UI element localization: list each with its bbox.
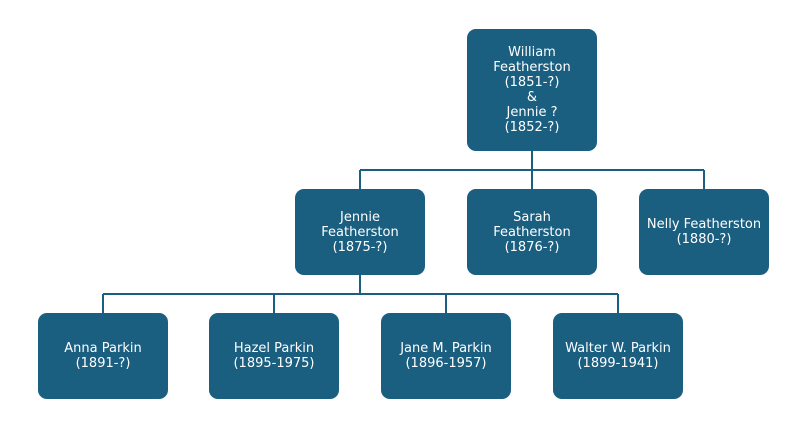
node-text-line: (1895-1975): [233, 356, 315, 371]
node-text-line: Hazel Parkin: [233, 341, 315, 356]
node-text-line: (1896-1957): [405, 356, 487, 371]
node-nelly-featherston[interactable]: Nelly Featherston (1880-?): [639, 189, 769, 275]
node-text-line: &: [526, 90, 538, 105]
node-text-line: (1880-?): [676, 232, 732, 247]
node-walter-parkin[interactable]: Walter W. Parkin (1899-1941): [553, 313, 683, 399]
node-text-line: William: [508, 45, 556, 60]
node-text-line: Anna Parkin: [64, 341, 142, 356]
node-text-line: (1875-?): [332, 239, 388, 255]
node-jennie-featherston[interactable]: Jennie Featherston (1875-?): [295, 189, 425, 275]
node-text-line: Sarah: [513, 209, 551, 225]
node-text-line: (1876-?): [504, 239, 560, 255]
node-text-line: (1891-?): [75, 356, 131, 371]
node-william-jennie[interactable]: William Featherston (1851-?) & Jennie ? …: [467, 29, 597, 151]
node-text-line: (1851-?): [504, 75, 560, 90]
node-text-line: Walter W. Parkin: [565, 341, 671, 356]
node-text-line: (1852-?): [504, 120, 560, 135]
node-text-line: Featherston: [493, 60, 571, 75]
node-hazel-parkin[interactable]: Hazel Parkin (1895-1975): [209, 313, 339, 399]
node-sarah-featherston[interactable]: Sarah Featherston (1876-?): [467, 189, 597, 275]
node-text-line: Jennie: [340, 209, 380, 225]
node-text-line: Jennie ?: [506, 105, 558, 120]
node-text-line: (1899-1941): [577, 356, 659, 371]
node-jane-parkin[interactable]: Jane M. Parkin (1896-1957): [381, 313, 511, 399]
node-text-line: Featherston: [321, 224, 399, 240]
node-text-line: Featherston: [493, 224, 571, 240]
node-text-line: Nelly Featherston: [646, 217, 762, 232]
node-anna-parkin[interactable]: Anna Parkin (1891-?): [38, 313, 168, 399]
node-text-line: Jane M. Parkin: [400, 341, 492, 356]
